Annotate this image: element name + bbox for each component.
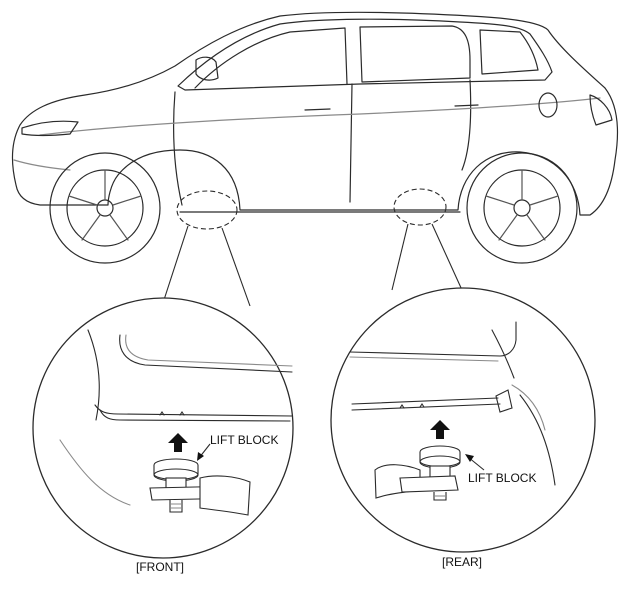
front-detail [32, 297, 294, 559]
front-detail-circle [32, 297, 294, 559]
door-seam-middle [349, 83, 353, 203]
front-ground-curve [59, 439, 131, 506]
front-caption: [FRONT] [136, 560, 184, 574]
rear-sill-edge [351, 397, 499, 405]
rear-body-panel-inner [349, 356, 499, 362]
character-line [39, 97, 601, 136]
headlight [21, 120, 79, 137]
rear-door-window [359, 25, 471, 83]
front-lift-point-marker [176, 190, 238, 230]
rear-detail-circle [330, 287, 596, 553]
rear-up-arrow-icon [430, 420, 450, 439]
front-hub [96, 199, 114, 217]
rear-lift-point-marker [393, 188, 447, 226]
rear-hub [513, 199, 531, 217]
quarter-window [479, 29, 539, 75]
front-lift-block [149, 458, 251, 516]
vehicle-side-view [11, 11, 619, 264]
rear-body-panel [349, 321, 517, 357]
front-lift-block-label: LIFT BLOCK [210, 433, 278, 447]
rear-spokes [485, 169, 559, 241]
front-up-arrow-icon [168, 433, 188, 452]
front-body-panel [119, 334, 293, 373]
rear-pointer-arrowhead [465, 454, 474, 462]
front-sill-lower [99, 409, 291, 422]
vehicle-body-outline [11, 11, 619, 216]
rear-door-handle [454, 104, 479, 107]
rear-pinch-notch [399, 403, 425, 409]
side-mirror [195, 56, 219, 81]
rear-tire [466, 152, 578, 264]
door-seam-front [173, 91, 183, 206]
rear-detail [330, 287, 596, 553]
taillight [589, 94, 613, 126]
front-fender-edge [87, 329, 100, 421]
front-pinch-notch [159, 411, 185, 416]
leader-lines [161, 223, 463, 307]
rear-lift-block [374, 445, 461, 501]
front-pointer-arrowhead [197, 452, 204, 461]
front-door-window [194, 27, 348, 89]
front-bumper [13, 159, 71, 171]
front-door-handle [304, 108, 331, 111]
rear-fender-edge [491, 329, 515, 379]
door-seam-rear [461, 79, 472, 171]
rear-quarter-curve [519, 394, 556, 486]
fuel-cap [538, 92, 558, 118]
window-frame [177, 18, 553, 91]
front-body-panel-inner [125, 334, 293, 367]
front-spokes [68, 169, 142, 241]
rear-mudflap [495, 389, 513, 413]
front-sill-edge [94, 404, 293, 417]
rear-tire-arc [511, 384, 546, 431]
rear-sill-lower [351, 403, 501, 411]
rear-caption: [REAR] [442, 555, 482, 569]
front-tire [49, 152, 161, 264]
rear-lift-block-label: LIFT BLOCK [468, 471, 536, 485]
